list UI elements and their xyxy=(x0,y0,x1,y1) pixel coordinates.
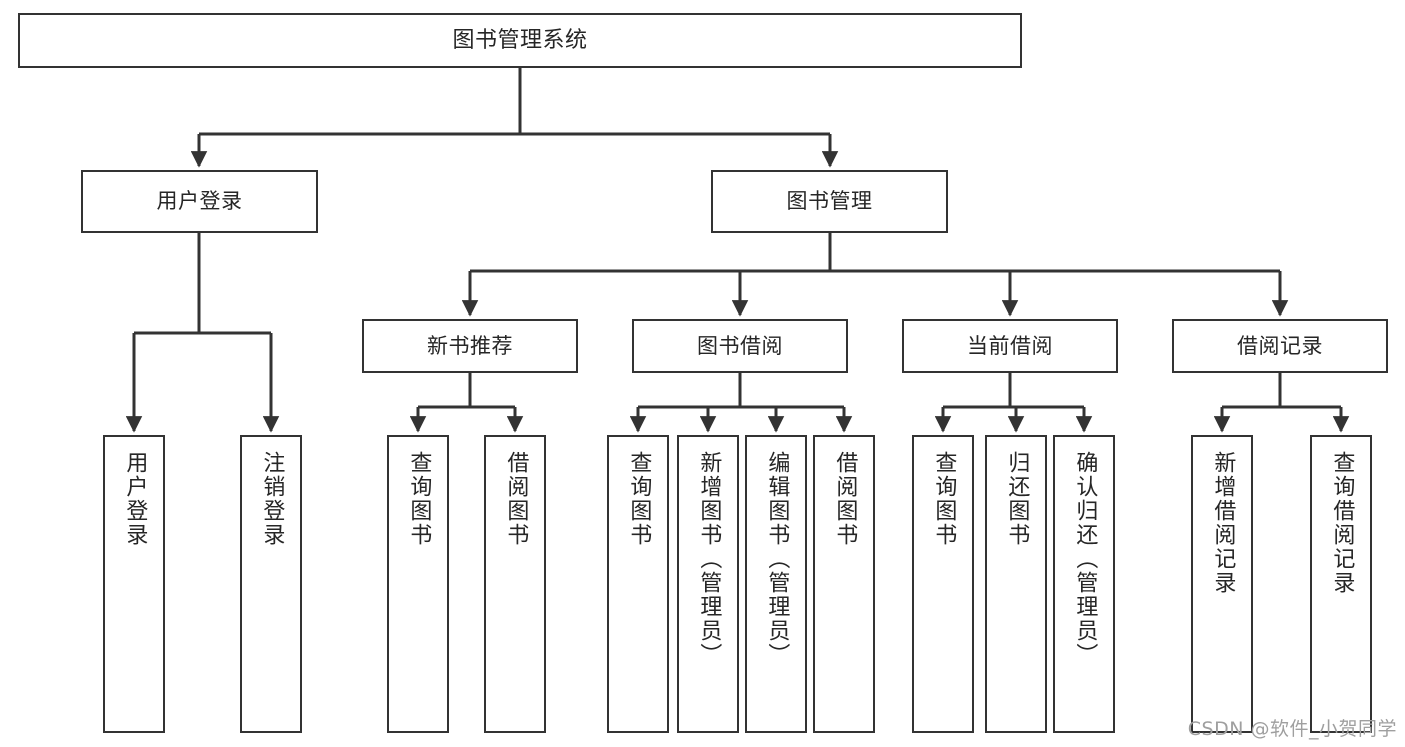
node-book-borrow[interactable]: 图书借阅 xyxy=(632,319,848,373)
node-borrow-record-label: 借阅记录 xyxy=(1237,333,1323,358)
node-leaf-user-logout-label: 注销登录 xyxy=(259,451,285,547)
node-leaf-add-book[interactable]: 新增图书（管理员） xyxy=(677,435,739,733)
watermark: CSDN @软件_小贺同学 xyxy=(1187,718,1397,740)
node-leaf-borrow-book-1[interactable]: 借阅图书 xyxy=(484,435,546,733)
node-leaf-borrow-book-2-label: 借阅图书 xyxy=(832,451,858,547)
node-leaf-query-book-2[interactable]: 查询图书 xyxy=(607,435,669,733)
node-leaf-user-login[interactable]: 用户登录 xyxy=(103,435,165,733)
node-leaf-query-record-label: 查询借阅记录 xyxy=(1329,451,1355,595)
node-leaf-add-record[interactable]: 新增借阅记录 xyxy=(1191,435,1253,733)
node-leaf-query-book-3[interactable]: 查询图书 xyxy=(912,435,974,733)
node-user-login-label: 用户登录 xyxy=(156,189,243,214)
node-leaf-add-record-label: 新增借阅记录 xyxy=(1210,451,1236,595)
node-leaf-borrow-book-2[interactable]: 借阅图书 xyxy=(813,435,875,733)
node-leaf-query-record[interactable]: 查询借阅记录 xyxy=(1310,435,1372,733)
node-current-borrow-label: 当前借阅 xyxy=(967,333,1053,358)
node-book-manage[interactable]: 图书管理 xyxy=(711,170,948,233)
node-leaf-query-book-3-label: 查询图书 xyxy=(931,451,957,547)
node-leaf-edit-book-label: 编辑图书（管理员） xyxy=(764,451,790,667)
node-leaf-query-book-2-label: 查询图书 xyxy=(626,451,652,547)
node-leaf-query-book-1-label: 查询图书 xyxy=(406,451,432,547)
node-new-book-recommend[interactable]: 新书推荐 xyxy=(362,319,578,373)
node-new-book-recommend-label: 新书推荐 xyxy=(427,333,513,358)
node-leaf-user-login-label: 用户登录 xyxy=(122,451,148,547)
node-leaf-return-book[interactable]: 归还图书 xyxy=(985,435,1047,733)
node-root[interactable]: 图书管理系统 xyxy=(18,13,1022,68)
node-user-login[interactable]: 用户登录 xyxy=(81,170,318,233)
node-leaf-borrow-book-1-label: 借阅图书 xyxy=(503,451,529,547)
node-current-borrow[interactable]: 当前借阅 xyxy=(902,319,1118,373)
node-root-label: 图书管理系统 xyxy=(452,27,588,53)
node-book-manage-label: 图书管理 xyxy=(786,189,873,214)
node-leaf-add-book-label: 新增图书（管理员） xyxy=(696,451,722,667)
node-leaf-edit-book[interactable]: 编辑图书（管理员） xyxy=(745,435,807,733)
node-leaf-query-book-1[interactable]: 查询图书 xyxy=(387,435,449,733)
node-borrow-record[interactable]: 借阅记录 xyxy=(1172,319,1388,373)
node-leaf-user-logout[interactable]: 注销登录 xyxy=(240,435,302,733)
node-leaf-confirm-return[interactable]: 确认归还（管理员） xyxy=(1053,435,1115,733)
node-book-borrow-label: 图书借阅 xyxy=(697,333,783,358)
node-leaf-return-book-label: 归还图书 xyxy=(1004,451,1030,547)
node-leaf-confirm-return-label: 确认归还（管理员） xyxy=(1072,451,1098,667)
